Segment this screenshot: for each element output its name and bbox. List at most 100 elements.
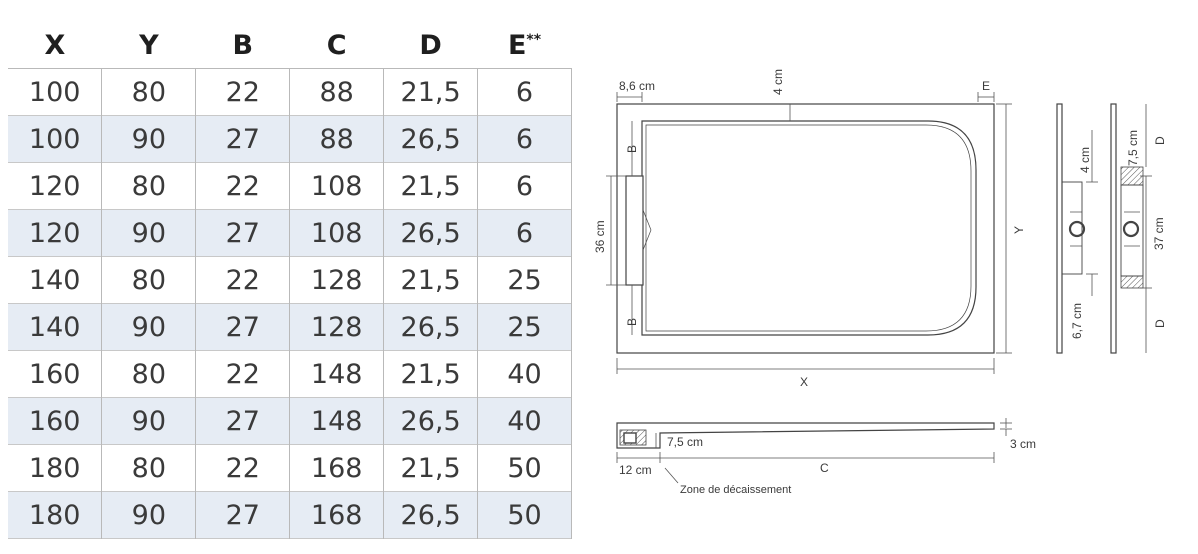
table-cell-c: 108: [289, 209, 384, 257]
table-cell-d: 26,5: [383, 303, 478, 351]
table-cell-d: 26,5: [383, 397, 478, 445]
section-dim-step-label: 7,5 cm: [667, 435, 703, 449]
table-cell-b: 22: [195, 444, 290, 492]
table-cell-b: 27: [195, 209, 290, 257]
table-cell-b: 22: [195, 68, 290, 116]
table-cell-e: 6: [477, 115, 572, 163]
table-cell-y: 90: [101, 209, 196, 257]
tray-basin-inner: [645, 124, 972, 332]
dim-e-label: E: [982, 79, 990, 93]
table-cell-x: 140: [8, 303, 102, 351]
table-cell-x: 180: [8, 491, 102, 539]
table-cell-c: 88: [289, 68, 384, 116]
table-cell-c: 128: [289, 303, 384, 351]
table-cell-c: 128: [289, 256, 384, 304]
side-view-1: [1056, 103, 1086, 354]
table-cell-e: 50: [477, 491, 572, 539]
section-view: [616, 422, 995, 449]
table-cell-e: 40: [477, 397, 572, 445]
table-cell-d: 26,5: [383, 209, 478, 257]
side-view-1-dimensions: [1086, 130, 1098, 296]
table-cell-y: 80: [101, 68, 196, 116]
header-c: C: [326, 29, 347, 61]
table-cell-y: 90: [101, 397, 196, 445]
table-cell-x: 100: [28, 76, 81, 108]
tray-basin-outline: [641, 120, 977, 336]
table-cell-e: 6: [477, 209, 572, 257]
table-cell-e: 6: [477, 68, 572, 116]
table-cell-c: 88: [289, 115, 384, 163]
table-cell-b: 27: [195, 397, 290, 445]
table-cell-c: 148: [289, 350, 384, 398]
side-view-2: [1110, 103, 1144, 354]
table-cell-y: 80: [101, 162, 196, 210]
side2-dim-mid-label: 37 cm: [1152, 217, 1166, 250]
table-cell-x: 120: [28, 170, 81, 202]
table-cell-c: 168: [289, 491, 384, 539]
section-dim-c-label: C: [820, 461, 829, 475]
drain-slope: [642, 209, 652, 231]
table-cell-e: 25: [477, 303, 572, 351]
table-cell-e: 40: [477, 350, 572, 398]
header-x: X: [44, 29, 66, 61]
table-cell-e: 6: [477, 162, 572, 210]
header-y: Y: [139, 29, 159, 61]
table-cell-x: 160: [28, 358, 81, 390]
table-cell-x: 120: [8, 209, 102, 257]
table-cell-e: 50: [477, 444, 572, 492]
section-dim-height-label: 3 cm: [1010, 437, 1036, 451]
table-cell-b: 27: [195, 491, 290, 539]
table-cell-b: 27: [195, 115, 290, 163]
header-d: D: [419, 29, 442, 61]
dim-y-label: Y: [1012, 226, 1026, 234]
table-cell-d: 21,5: [383, 350, 478, 398]
side2-dim-top-label: 7,5 cm: [1126, 130, 1140, 166]
table-cell-b: 22: [195, 256, 290, 304]
table-cell-d: 21,5: [383, 256, 478, 304]
table-cell-b: 22: [195, 350, 290, 398]
table-cell-d: 21,5: [383, 68, 478, 116]
table-cell-d: 21,5: [383, 444, 478, 492]
drain-slope-2: [642, 229, 652, 251]
table-cell-c: 148: [289, 397, 384, 445]
drain-channel: [625, 175, 644, 286]
table-cell-b: 22: [195, 162, 290, 210]
table-cell-y: 90: [101, 115, 196, 163]
table-cell-y: 80: [101, 256, 196, 304]
tray-outline: [616, 103, 995, 354]
side1-dim-top-label: 4 cm: [1078, 147, 1092, 173]
table-cell-x: 160: [8, 397, 102, 445]
table-cell-y: 90: [101, 303, 196, 351]
side1-dim-bottom-label: 6,7 cm: [1070, 303, 1084, 339]
side-view-2-dimensions: [1140, 104, 1152, 353]
table-cell-c: 108: [289, 162, 384, 210]
dim-top-label: 4 cm: [771, 69, 785, 95]
side2-dim-d-top-label: D: [1153, 136, 1167, 145]
table-cell-y: 80: [101, 350, 196, 398]
table-cell-y: 80: [101, 444, 196, 492]
table-cell-x: 100: [8, 115, 102, 163]
table-cell-d: 26,5: [383, 491, 478, 539]
dim-b-bottom-label: B: [625, 318, 639, 326]
table-cell-x: 180: [28, 452, 81, 484]
dim-drain-label: 36 cm: [593, 220, 607, 253]
dim-x-label: X: [800, 375, 808, 389]
top-view-dimensions: [606, 92, 1012, 374]
zone-decaissement-label: Zone de décaissement: [680, 484, 791, 496]
dim-left-width-label: 8,6 cm: [619, 79, 655, 93]
table-cell-b: 27: [195, 303, 290, 351]
table-cell-c: 168: [289, 444, 384, 492]
table-cell-x: 140: [28, 264, 81, 296]
side2-dim-d-bottom-label: D: [1153, 319, 1167, 328]
